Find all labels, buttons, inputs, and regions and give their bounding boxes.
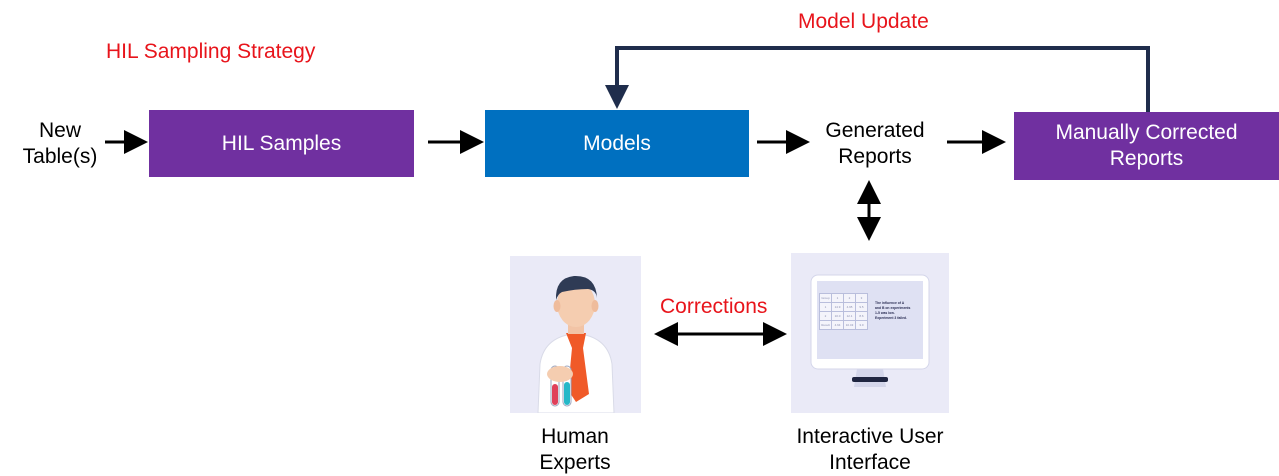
scientist-icon bbox=[537, 275, 615, 414]
interactive-ui-panel: Group 1 2 3 1 14.9 4.95 9.5 2 10.0 12.1 … bbox=[791, 253, 949, 413]
hil-samples-box: HIL Samples bbox=[149, 110, 414, 177]
sampling-strategy-label: HIL Sampling Strategy bbox=[106, 40, 316, 63]
manually-corrected-reports-box: Manually Corrected Reports bbox=[1014, 112, 1279, 180]
corrections-label: Corrections bbox=[660, 295, 768, 318]
monitor-icon bbox=[810, 274, 930, 387]
human-experts-label: Human Experts bbox=[539, 425, 611, 474]
models-box: Models bbox=[485, 110, 749, 177]
generated-reports-label: Generated Reports bbox=[825, 119, 925, 168]
new-tables-label: New Table(s) bbox=[22, 119, 98, 168]
ui-mini-table: Group 1 2 3 1 14.9 4.95 9.5 2 10.0 12.1 … bbox=[819, 293, 868, 330]
model-update-label: Model Update bbox=[798, 10, 929, 33]
arrow-model-update bbox=[605, 46, 1150, 112]
human-experts-panel bbox=[510, 256, 641, 414]
ui-mini-text: The influence of A and B on experiments … bbox=[875, 301, 911, 320]
interactive-ui-label: Interactive User Interface bbox=[796, 425, 944, 474]
